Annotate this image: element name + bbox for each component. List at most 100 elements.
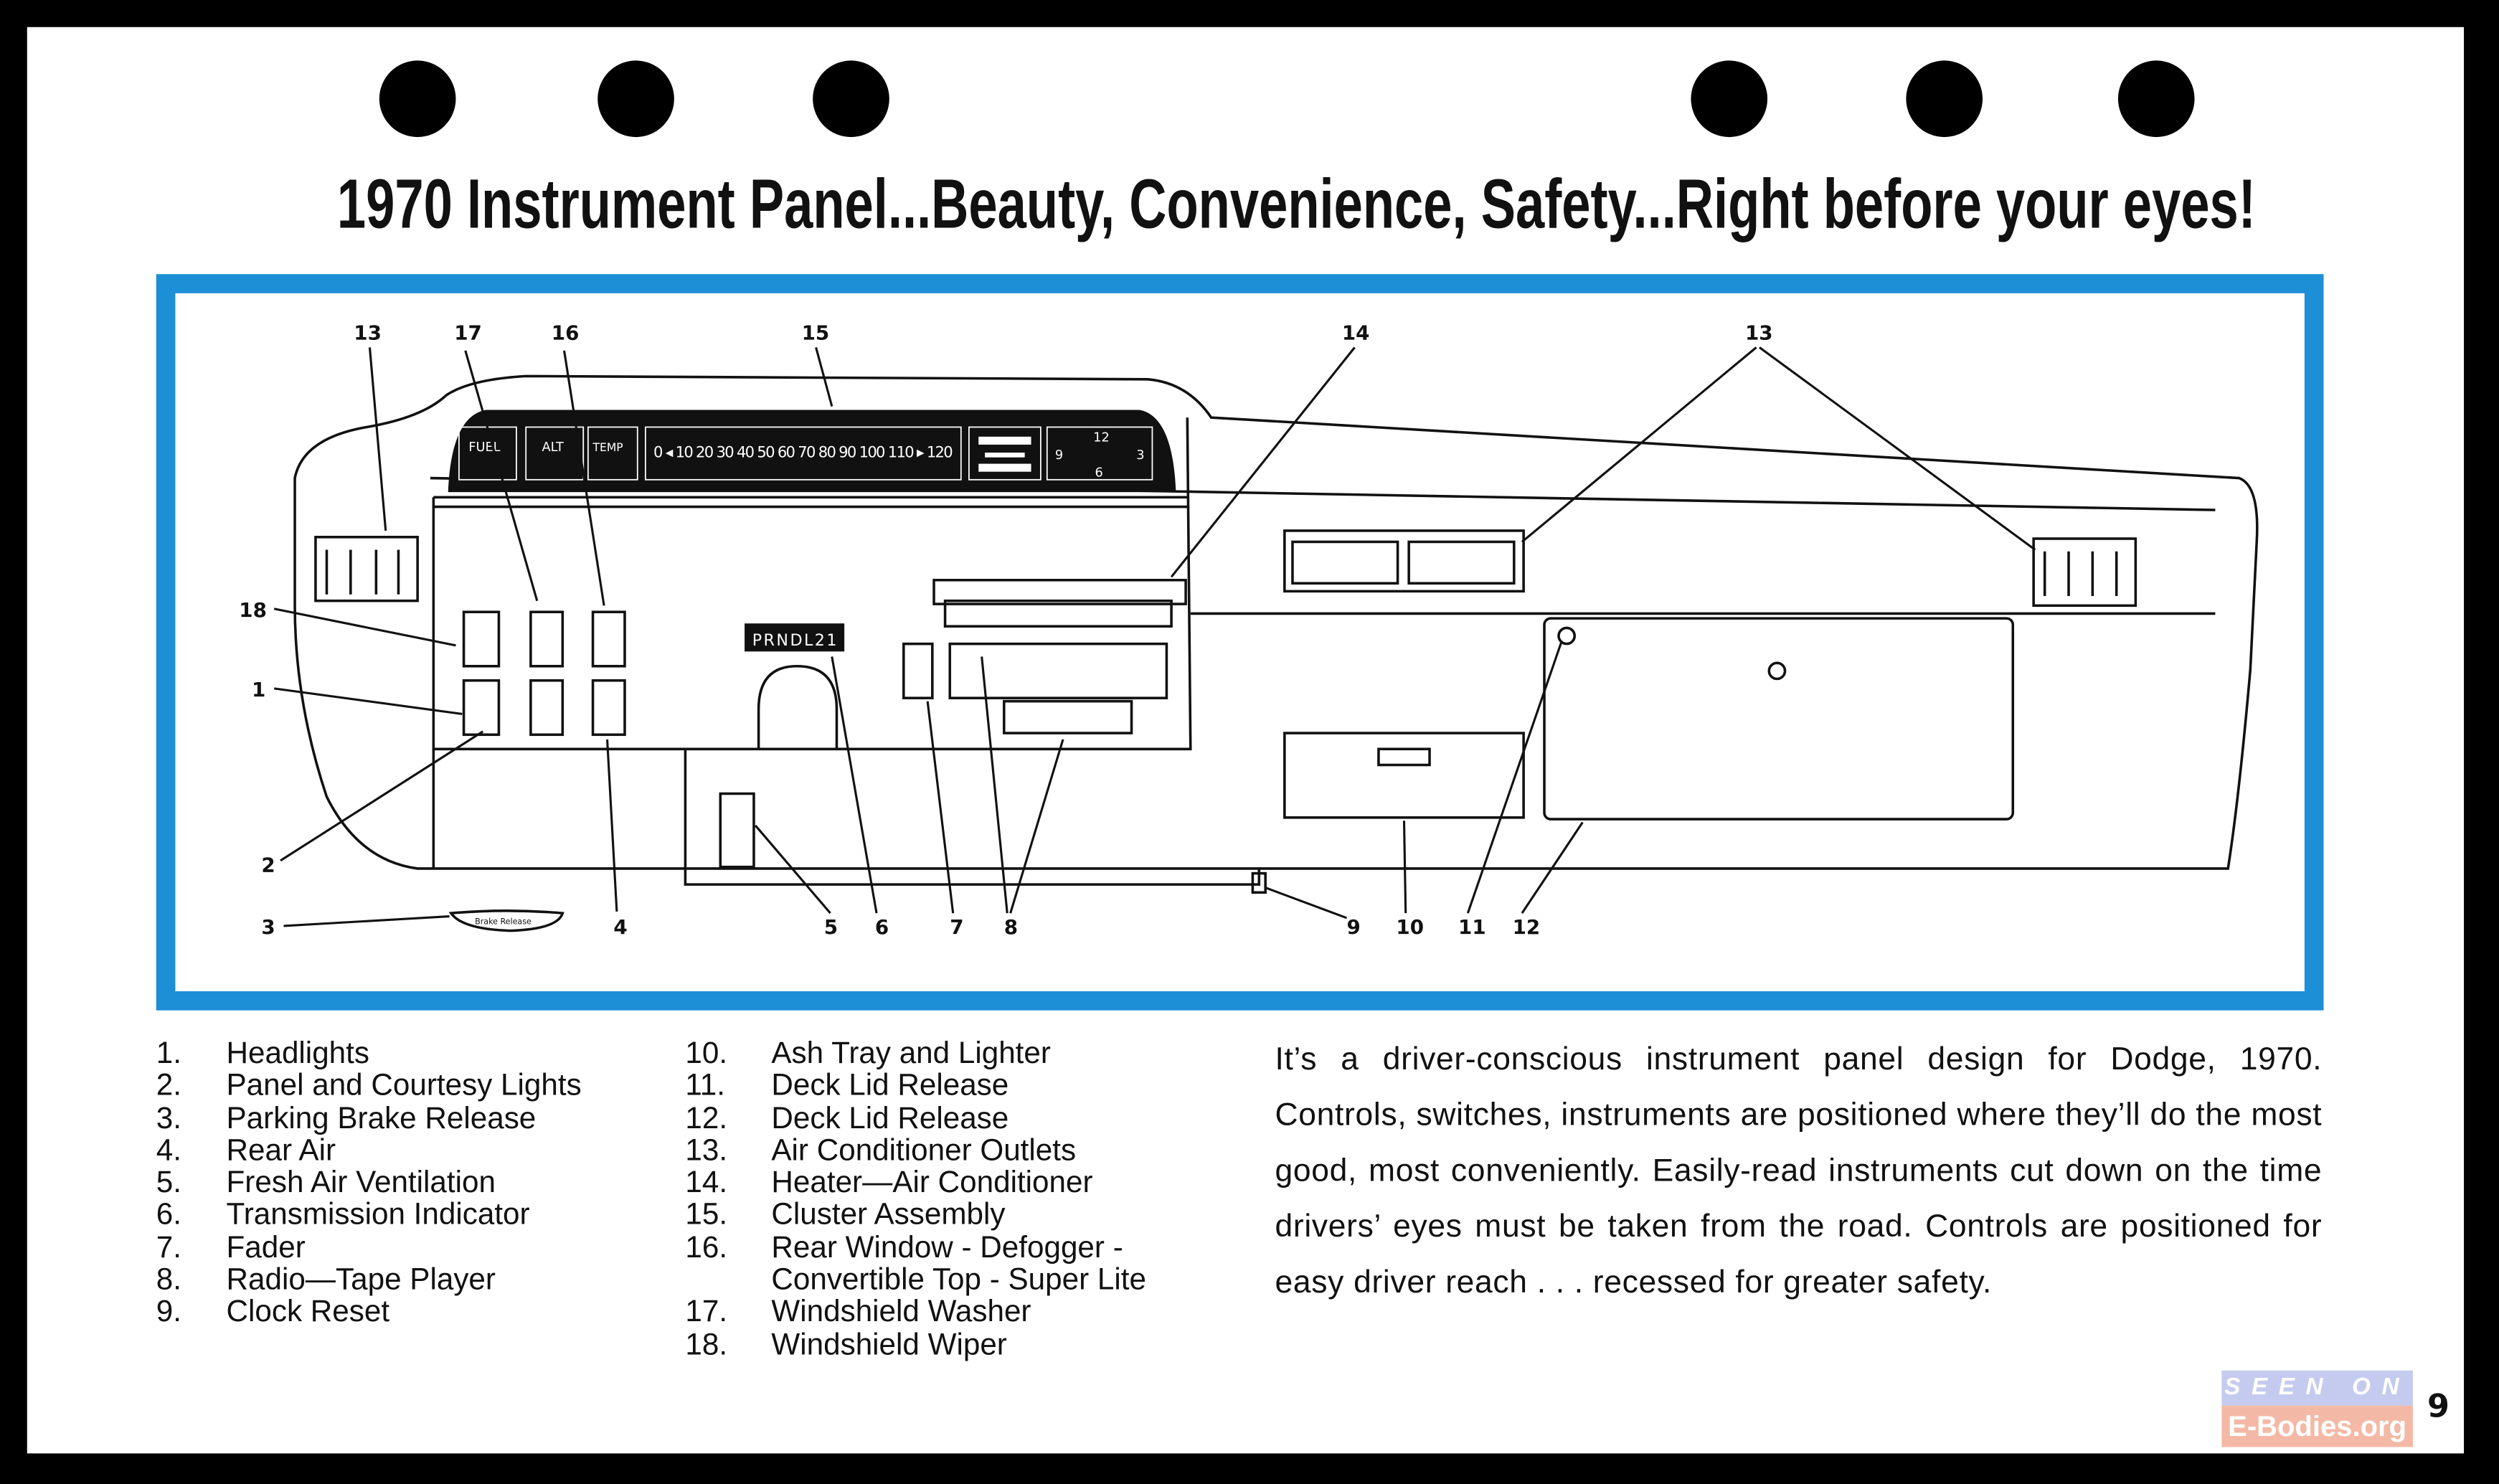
- legend-number: 12.: [685, 1102, 728, 1136]
- callout-lines: [273, 346, 2036, 927]
- page-title-text: 1970 Instrument Panel...Beauty, Convenie…: [336, 166, 2256, 244]
- fader-control: [902, 642, 934, 699]
- callout-18: 18: [239, 598, 267, 622]
- legend-number: 18.: [685, 1328, 728, 1362]
- steering-column-opening: [757, 664, 838, 750]
- legend-number: 6.: [156, 1199, 181, 1233]
- legend-number: 3.: [156, 1102, 181, 1136]
- binder-hole: [1691, 60, 1768, 138]
- legend-label: Panel and Courtesy Lights: [226, 1069, 582, 1104]
- legend-label: Convertible Top - Super Lite: [771, 1264, 1146, 1298]
- ac-outlet-left: [314, 536, 419, 602]
- callout-8: 8: [1004, 915, 1018, 939]
- page-title: 1970 Instrument Panel...Beauty, Convenie…: [0, 166, 2499, 245]
- callout-17: 17: [454, 321, 482, 344]
- callout-1: 1: [252, 678, 265, 701]
- watermark-bottom: E-Bodies.org: [2221, 1405, 2413, 1447]
- callout-12: 12: [1513, 915, 1541, 939]
- legend-number: 14.: [685, 1166, 728, 1201]
- legend-label: Fresh Air Ventilation: [226, 1166, 496, 1201]
- legend-item: 13. Air Conditioner Outlets: [685, 1134, 1146, 1168]
- legend-item: 8. Radio—Tape Player: [156, 1265, 582, 1298]
- hvac-radio-unit: [932, 578, 1187, 734]
- legend-item: Convertible Top - Super Lite: [685, 1265, 1146, 1298]
- legend-number: 7.: [156, 1232, 181, 1265]
- legend-label: Ash Tray and Lighter: [771, 1037, 1051, 1072]
- legend-label: Windshield Washer: [771, 1296, 1031, 1330]
- fresh-air-vent-handle: [719, 792, 755, 869]
- callout-14: 14: [1342, 321, 1370, 344]
- callout-3: 3: [261, 915, 275, 939]
- switch-bank: [462, 610, 626, 737]
- clock-6: 6: [1095, 465, 1102, 480]
- legend-item: 4. Rear Air: [156, 1134, 582, 1168]
- binder-hole: [2117, 60, 2195, 138]
- callout-10: 10: [1396, 915, 1424, 939]
- legend-item: 17.Windshield Washer: [685, 1296, 1146, 1330]
- legend-label: Deck Lid Release: [771, 1102, 1009, 1136]
- callout-4: 4: [613, 915, 627, 939]
- legend-right: 10.Ash Tray and Lighter 11.Deck Lid Rele…: [685, 1037, 1146, 1363]
- callout-9: 9: [1347, 915, 1361, 939]
- diagram-frame: [156, 274, 2324, 1011]
- watermark-top: SEEN ON: [2221, 1370, 2413, 1406]
- legend-label: Rear Window - Defogger -: [771, 1232, 1123, 1265]
- legend-number: 5.: [156, 1166, 181, 1201]
- legend-item: 6. Transmission Indicator: [156, 1199, 582, 1233]
- ac-outlet-right: [2032, 537, 2137, 608]
- watermark-logo: SEEN ON E-Bodies.org: [2221, 1370, 2413, 1447]
- legend-number: 15.: [685, 1199, 728, 1233]
- ash-tray: [1283, 732, 1525, 819]
- legend-item: 12. Deck Lid Release: [685, 1102, 1146, 1136]
- callout-16: 16: [552, 321, 580, 344]
- legend-number: [685, 1265, 771, 1298]
- legend-label: Cluster Assembly: [771, 1199, 1006, 1233]
- callout-11: 11: [1458, 915, 1486, 939]
- legend-number: 9.: [156, 1296, 181, 1330]
- legend-item: 1. Headlights: [156, 1037, 582, 1072]
- transmission-indicator: [745, 623, 845, 652]
- page-number: 9: [2427, 1386, 2450, 1425]
- callout-2: 2: [261, 853, 275, 876]
- legend-label: Heater—Air Conditioner: [771, 1166, 1093, 1201]
- alt-gauge-label: ALT: [542, 440, 564, 455]
- legend-number: 4.: [156, 1134, 181, 1168]
- callout-15: 15: [802, 321, 830, 344]
- brake-release-handle: [448, 909, 564, 932]
- glove-box-door: [1543, 617, 2015, 821]
- legend-item: 16.Rear Window - Defogger -: [685, 1232, 1146, 1265]
- legend-item: 2. Panel and Courtesy Lights: [156, 1069, 582, 1104]
- callout-6: 6: [875, 915, 889, 939]
- ac-outlet-center: [1283, 529, 1525, 593]
- legend-label: Rear Air: [226, 1134, 336, 1168]
- clock-3: 3: [1136, 448, 1144, 463]
- legend-label: Windshield Wiper: [771, 1328, 1007, 1362]
- legend-item: 11.Deck Lid Release: [685, 1069, 1146, 1104]
- legend-number: 11.: [685, 1069, 725, 1104]
- legend-item: 14. Heater—Air Conditioner: [685, 1166, 1146, 1201]
- legend-number: 2.: [156, 1069, 181, 1104]
- dash-outline: [293, 374, 2259, 870]
- legend-label: Headlights: [226, 1037, 369, 1072]
- legend-label: Parking Brake Release: [226, 1102, 537, 1136]
- legend-number: 13.: [685, 1134, 728, 1168]
- callout-5: 5: [824, 915, 838, 939]
- legend-item: 18. Windshield Wiper: [685, 1328, 1146, 1363]
- legend-item: 3. Parking Brake Release: [156, 1102, 582, 1136]
- legend-label: Radio—Tape Player: [226, 1264, 496, 1298]
- binder-hole: [1906, 60, 1983, 138]
- legend-label: Transmission Indicator: [226, 1199, 530, 1233]
- legend-label: Air Conditioner Outlets: [771, 1134, 1077, 1168]
- legend-number: 8.: [156, 1264, 181, 1298]
- callout-13-right: 13: [1745, 321, 1773, 344]
- binder-hole: [813, 60, 889, 138]
- lower-panel: [432, 749, 1261, 886]
- legend-item: 10.Ash Tray and Lighter: [685, 1037, 1146, 1072]
- description-paragraph: It’s a driver-conscious instrument panel…: [1275, 1042, 2323, 1301]
- legend-number: 1.: [156, 1037, 181, 1072]
- legend-label: Clock Reset: [226, 1296, 390, 1330]
- legend-left: 1. Headlights 2. Panel and Courtesy Lights…: [156, 1037, 582, 1331]
- clock-9: 9: [1055, 448, 1063, 463]
- clock-12: 12: [1093, 430, 1110, 445]
